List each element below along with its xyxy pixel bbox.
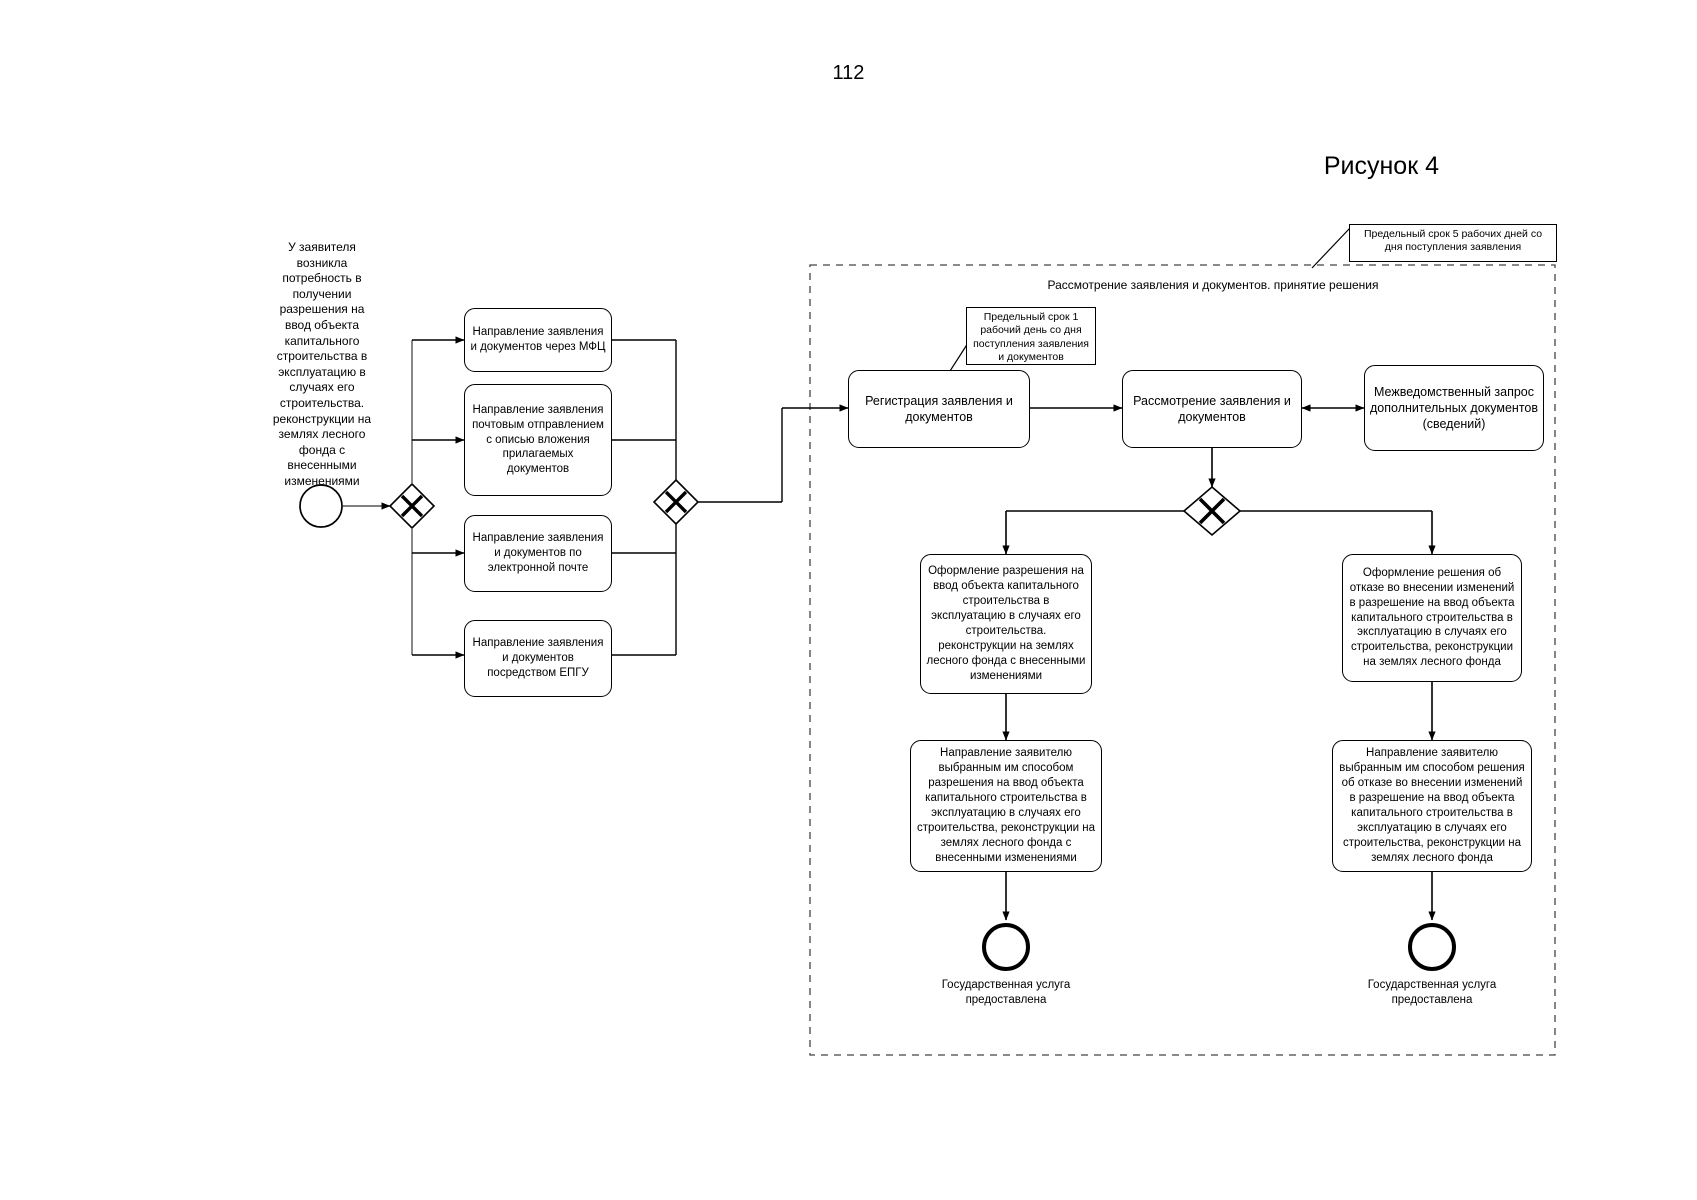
task-channel-email[interactable]: Направление заявления и документов по эл…: [464, 515, 612, 592]
task-channel-mfc[interactable]: Направление заявления и документов через…: [464, 308, 612, 372]
task-send-refusal-to-applicant[interactable]: Направление заявителю выбранным им спосо…: [1332, 740, 1532, 872]
task-channel-post[interactable]: Направление заявления почтовым отправлен…: [464, 384, 612, 496]
task-registration[interactable]: Регистрация заявления и документов: [848, 370, 1030, 448]
lane-title: Рассмотрение заявления и документов. при…: [1047, 278, 1379, 292]
page-number: 112: [832, 62, 865, 84]
task-issue-permit[interactable]: Оформление разрешения на ввод объекта ка…: [920, 554, 1092, 694]
gateway-split: [388, 482, 436, 530]
end-event-label-left: Государственная услуга предоставлена: [941, 979, 1071, 1007]
gateway-decision: [1182, 485, 1242, 537]
end-event-circle-left: [982, 923, 1030, 971]
end-event-circle-right: [1408, 923, 1456, 971]
start-event-label: У заявителя возникла потребность в получ…: [272, 240, 372, 488]
task-issue-refusal[interactable]: Оформление решения об отказе во внесении…: [1342, 554, 1522, 682]
task-review[interactable]: Рассмотрение заявления и документов: [1122, 370, 1302, 448]
task-channel-epgu[interactable]: Направление заявления и документов посре…: [464, 620, 612, 697]
task-interagency-request[interactable]: Межведомственный запрос дополнительных д…: [1364, 365, 1544, 451]
start-event-circle: [299, 484, 343, 528]
annotation-deadline-1-day: Предельный срок 1 рабочий день со дня по…: [966, 307, 1096, 365]
figure-title: Рисунок 4: [1323, 152, 1439, 180]
annotation-deadline-5-days: Предельный срок 5 рабочих дней со дня по…: [1349, 224, 1557, 262]
task-send-permit-to-applicant[interactable]: Направление заявителю выбранным им спосо…: [910, 740, 1102, 872]
end-event-label-right: Государственная услуга предоставлена: [1367, 979, 1497, 1007]
gateway-join: [652, 478, 700, 526]
